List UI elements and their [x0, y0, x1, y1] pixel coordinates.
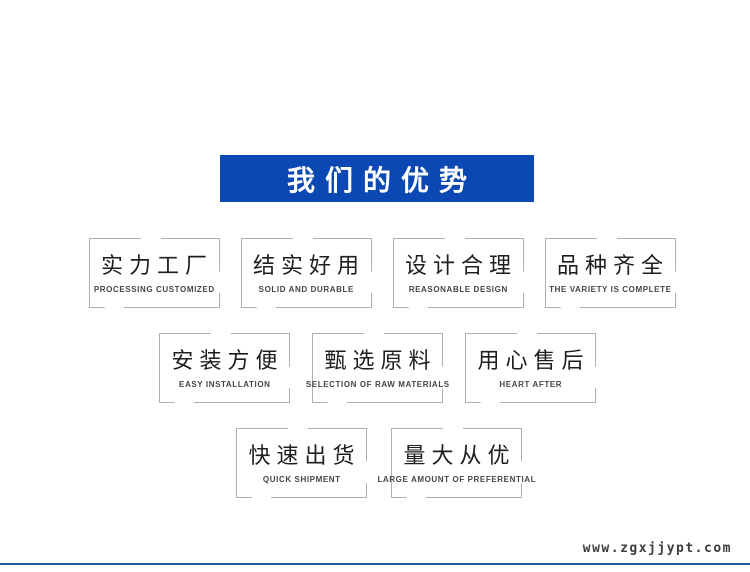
advantage-title: 量大从优 [403, 442, 516, 468]
advantage-card-durable: 结实好用 SOLID AND DURABLE [240, 238, 372, 308]
advantage-card-design: 设计合理 REASONABLE DESIGN [392, 238, 524, 308]
advantage-title: 结实好用 [252, 252, 365, 278]
advantage-title: 品种齐全 [556, 252, 669, 278]
advantage-card-variety: 品种齐全 THE VARIETY IS COMPLETE [544, 238, 676, 308]
advantage-title: 快速出货 [248, 442, 361, 468]
watermark-url: www.zgxjjypt.com [582, 541, 732, 556]
advantage-title: 用心售后 [477, 347, 590, 373]
bottom-divider-line [0, 563, 750, 565]
advantage-title: 安装方便 [171, 347, 284, 373]
advantage-card-bulk-discount: 量大从优 LARGE AMOUNT OF PREFERENTIAL [377, 428, 536, 498]
advantage-subtitle: LARGE AMOUNT OF PREFERENTIAL [377, 475, 537, 485]
advantage-card-installation: 安装方便 EASY INSTALLATION [159, 333, 290, 403]
advantage-subtitle: THE VARIETY IS COMPLETE [549, 285, 672, 295]
advantages-row-1: 实力工厂 PROCESSING CUSTOMIZED 结实好用 SOLID AN… [0, 238, 750, 308]
advantage-subtitle: EASY INSTALLATION [179, 380, 271, 390]
advantage-card-shipment: 快速出货 QUICK SHIPMENT [236, 428, 367, 498]
advantage-card-factory: 实力工厂 PROCESSING CUSTOMIZED [88, 238, 220, 308]
advantage-subtitle: QUICK SHIPMENT [262, 475, 341, 485]
advantage-title: 实力工厂 [100, 252, 213, 278]
advantage-subtitle: SOLID AND DURABLE [258, 285, 354, 295]
advantages-row-3: 快速出货 QUICK SHIPMENT 量大从优 LARGE AMOUNT OF… [0, 428, 750, 498]
advantage-subtitle: REASONABLE DESIGN [408, 285, 508, 295]
section-title: 我们的优势 [286, 164, 477, 196]
advantage-subtitle: PROCESSING CUSTOMIZED [93, 285, 215, 295]
advantage-card-materials: 甄选原料 SELECTION OF RAW MATERIALS [306, 333, 449, 403]
advantage-card-aftersale: 用心售后 HEART AFTER [465, 333, 596, 403]
advantage-subtitle: HEART AFTER [499, 380, 563, 390]
advantage-title: 设计合理 [404, 252, 517, 278]
advantage-title: 甄选原料 [324, 347, 437, 373]
advantage-subtitle: SELECTION OF RAW MATERIALS [305, 380, 450, 390]
section-title-banner: 我们的优势 [220, 155, 534, 202]
advantages-row-2: 安装方便 EASY INSTALLATION 甄选原料 SELECTION OF… [0, 333, 750, 403]
